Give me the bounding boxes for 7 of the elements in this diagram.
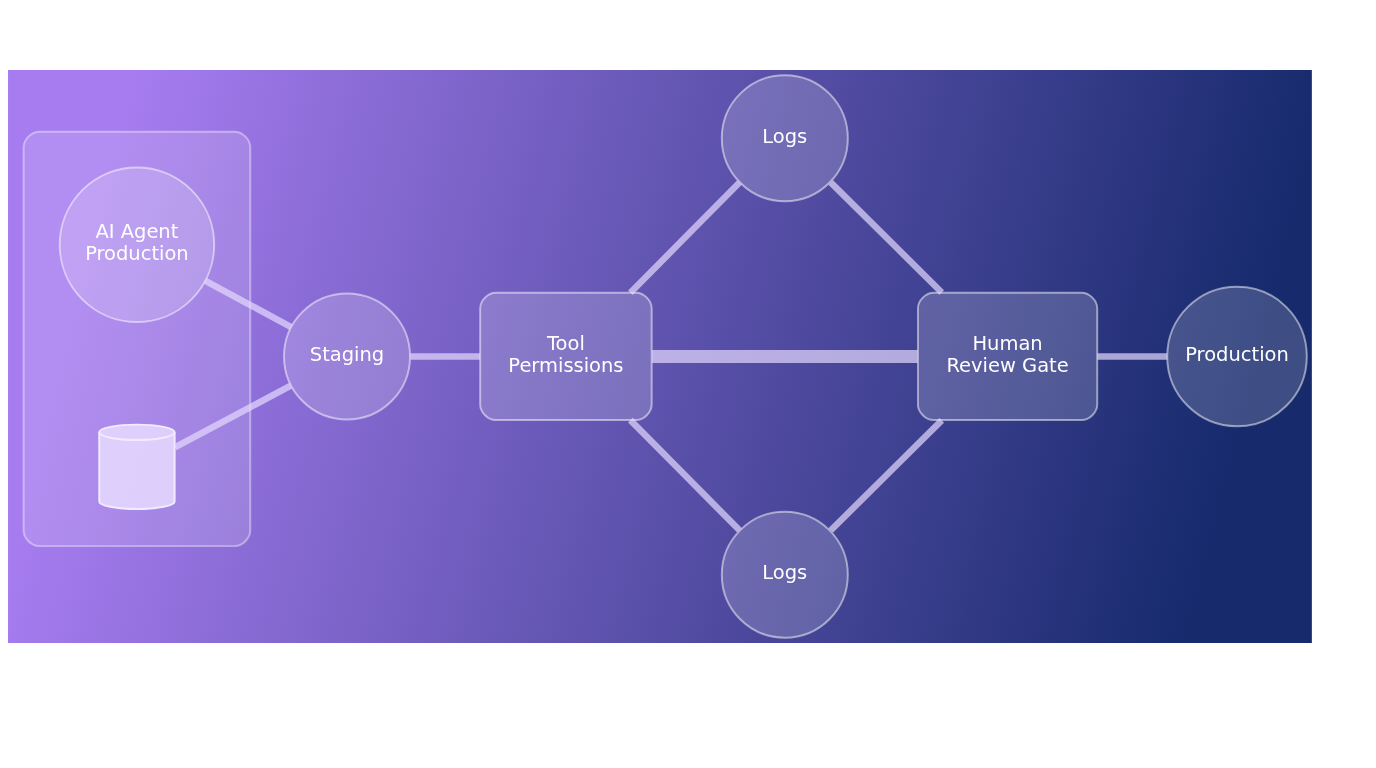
node-box: Human Review Gate <box>917 291 1099 421</box>
node-circle: Logs <box>720 73 849 202</box>
node-circle: Logs <box>720 510 849 639</box>
node-circle: Production <box>1166 285 1308 427</box>
node-circle: AI Agent Production <box>58 166 216 323</box>
node-circle: Staging <box>283 291 411 420</box>
node-box: Tool Permissions <box>479 291 653 421</box>
